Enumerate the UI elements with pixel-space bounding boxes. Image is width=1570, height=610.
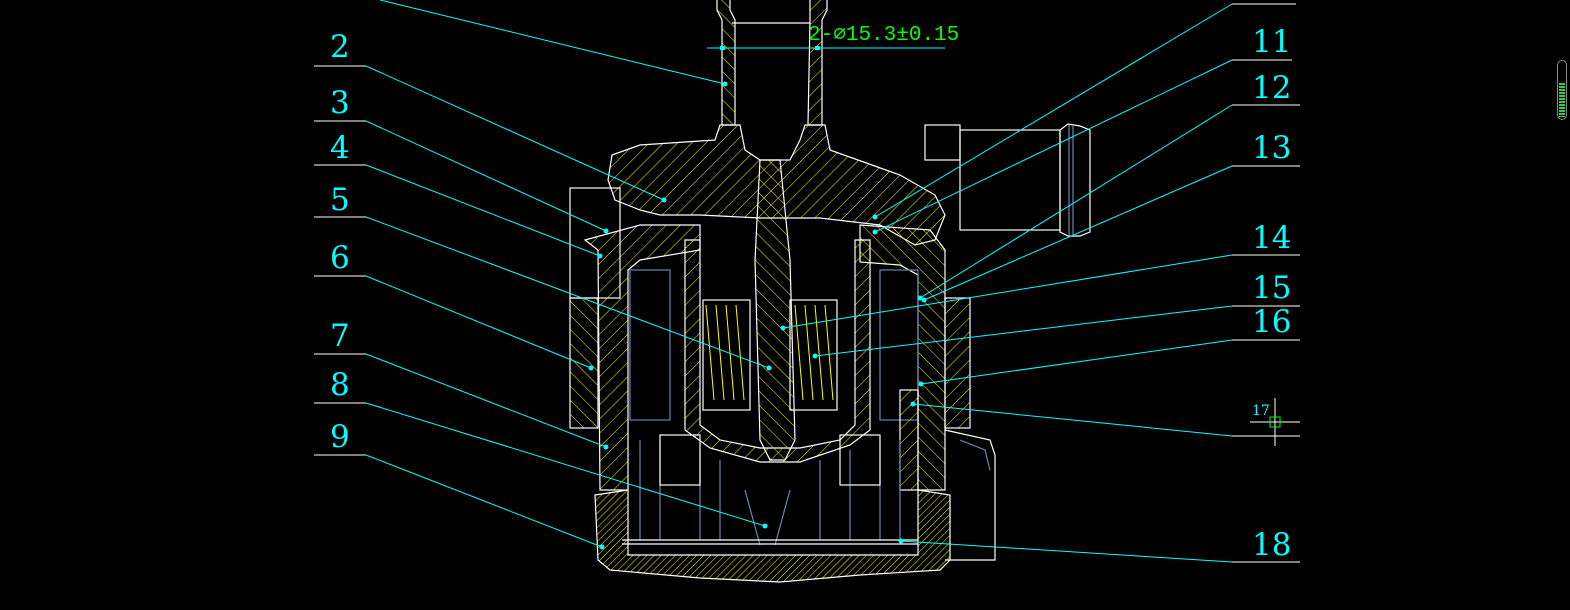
balloon-label-7: 7 — [330, 318, 350, 354]
dimension-text: 2-⌀15.3±0.15 — [808, 24, 960, 47]
crosshair-cursor-icon — [1250, 398, 1300, 446]
scroll-fill — [1559, 83, 1565, 117]
balloon-label-12: 12 — [1252, 70, 1292, 106]
balloon-label-17: 17 — [1252, 403, 1270, 419]
housing-left-wall — [583, 224, 701, 491]
balloon-label-9: 9 — [330, 419, 350, 455]
balloon-label-11: 11 — [1252, 24, 1292, 60]
balloon-label-8: 8 — [330, 367, 350, 403]
motor-assembly-section — [569, 0, 1091, 583]
balloon-label-13: 13 — [1252, 130, 1292, 166]
dimension-annotation — [707, 46, 945, 50]
inlet-pipes — [716, 0, 828, 126]
balloon-label-4: 4 — [330, 130, 350, 166]
scrollbar-indicator[interactable] — [1557, 60, 1567, 120]
balloon-label-3: 3 — [330, 85, 350, 121]
outlet-nozzle — [959, 129, 1061, 231]
balloon-label-16: 16 — [1252, 304, 1292, 340]
balloon-label-6: 6 — [330, 240, 350, 276]
balloon-label-2: 2 — [330, 29, 350, 65]
stator-left — [702, 299, 751, 411]
base-cup — [594, 489, 951, 583]
shaft — [754, 159, 796, 461]
balloon-label-14: 14 — [1252, 220, 1292, 256]
balloon-label-5: 5 — [330, 182, 350, 218]
rotor-cup — [684, 239, 871, 463]
balloon-label-15: 15 — [1252, 270, 1292, 306]
leader-lines — [314, 0, 1300, 563]
balloon-label-18: 18 — [1252, 527, 1292, 563]
